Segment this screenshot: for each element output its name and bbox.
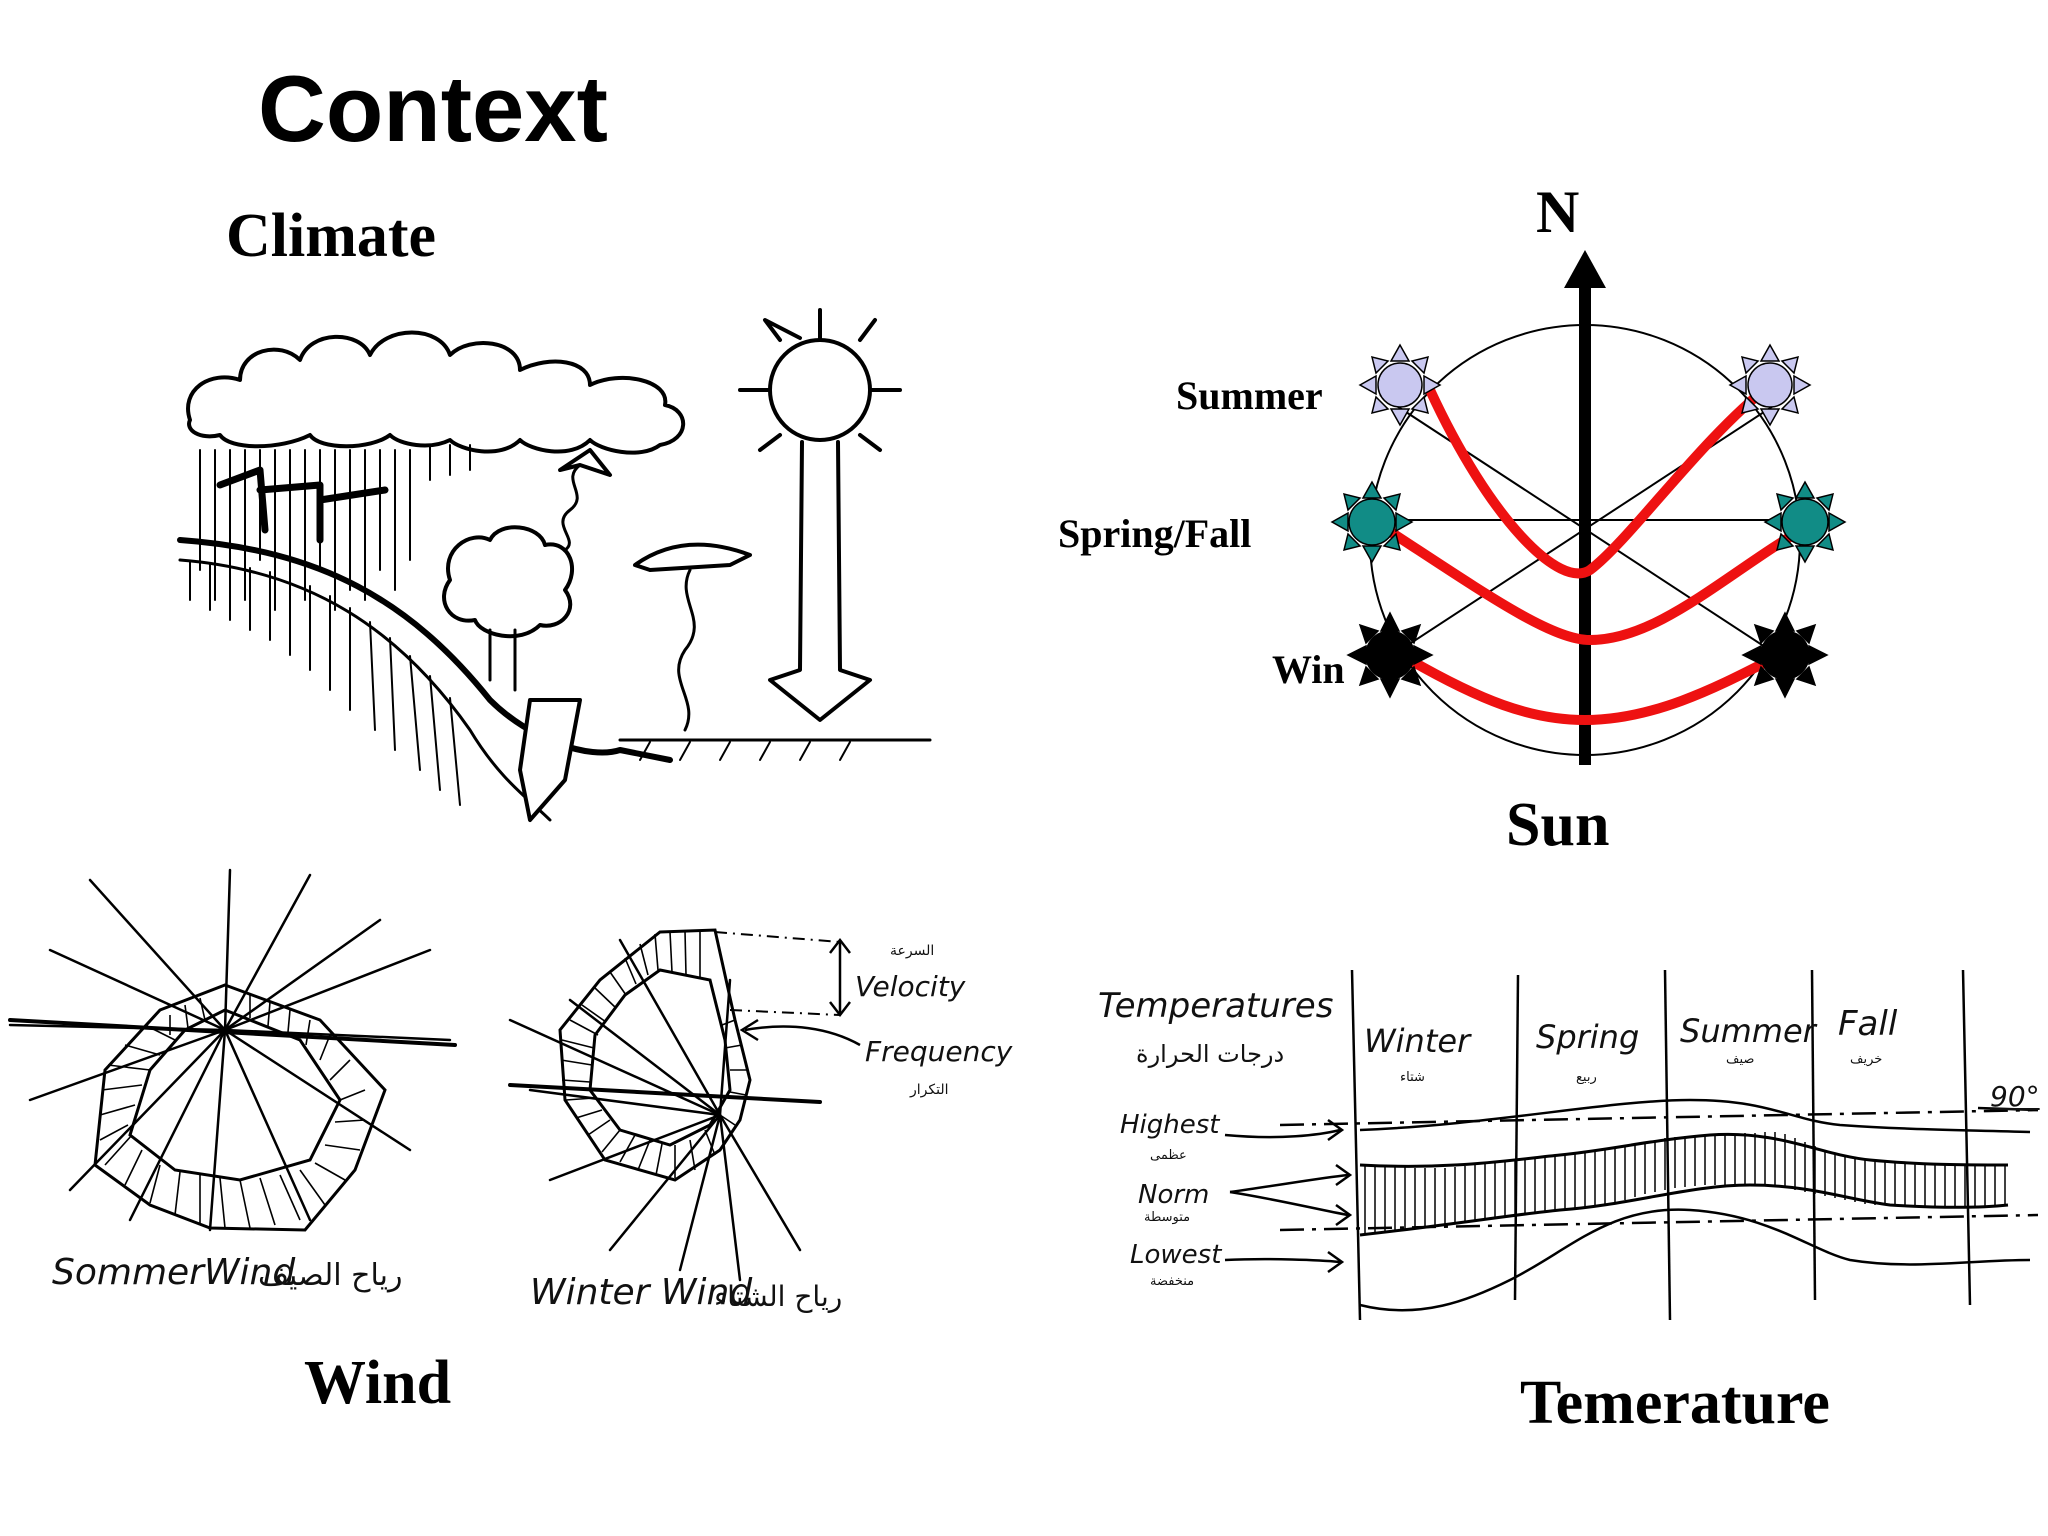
summer-sun-path xyxy=(1425,380,1775,579)
frequency-label-ar: التكرار xyxy=(910,1082,949,1098)
frequency-pointer xyxy=(739,1018,861,1047)
season-fall: Fall xyxy=(1838,1004,1898,1044)
level-lowest-ar: منخفضة xyxy=(1150,1274,1195,1289)
winter-sun-icon xyxy=(1741,611,1829,699)
north-arrow-icon xyxy=(1564,250,1606,288)
season-summer-ar: صيف xyxy=(1726,1052,1755,1067)
wind-heading: Wind xyxy=(304,1349,452,1417)
velocity-marker xyxy=(829,937,851,1018)
climate-sketch xyxy=(177,308,932,822)
level-norm-ar: متوسطة xyxy=(1144,1210,1191,1225)
summer-wind-caption-ar: رياح الصيف xyxy=(258,1258,403,1293)
summer-wind-rose xyxy=(8,868,457,1232)
velocity-label: Velocity xyxy=(855,970,966,1003)
level-highest-ar: عظمى xyxy=(1150,1148,1187,1163)
spring-fall-label: Spring/Fall xyxy=(1058,511,1252,556)
velocity-label-ar: السرعة xyxy=(890,943,935,959)
frequency-label: Frequency xyxy=(865,1035,1013,1068)
summer-sun-icon xyxy=(1728,343,1812,427)
spring-fall-sun-icon xyxy=(1330,480,1414,564)
north-label: N xyxy=(1536,179,1580,245)
level-norm: Norm xyxy=(1138,1180,1210,1210)
season-spring: Spring xyxy=(1536,1018,1640,1056)
max-temperature-label: 90° xyxy=(1990,1080,2040,1113)
climate-heading: Climate xyxy=(226,202,437,270)
summer-sun-icon xyxy=(1358,343,1442,427)
temperatures-heading-ar: درجات الحرارة xyxy=(1136,1040,1285,1068)
winter-sun-icon xyxy=(1346,611,1434,699)
spring-fall-sun-path xyxy=(1375,520,1815,646)
season-summer: Summer xyxy=(1680,1012,1816,1050)
season-winter-ar: شتاء xyxy=(1400,1070,1425,1085)
temperature-band-chart xyxy=(1224,969,2039,1321)
season-winter: Winter xyxy=(1364,1022,1471,1060)
summer-label: Summer xyxy=(1176,373,1323,418)
winter-label: Win xyxy=(1272,647,1345,692)
season-fall-ar: خريف xyxy=(1850,1052,1883,1067)
summer-wind-caption: SommerWind xyxy=(52,1252,296,1293)
page-title: Context xyxy=(258,56,608,161)
spring-fall-sun-icon xyxy=(1763,480,1847,564)
cloud-icon xyxy=(186,330,686,455)
level-lowest: Lowest xyxy=(1130,1240,1222,1270)
level-highest: Highest xyxy=(1120,1110,1220,1140)
winter-wind-caption: Winter Wind xyxy=(530,1272,753,1313)
sun-icon xyxy=(768,338,872,442)
winter-sun-path xyxy=(1405,650,1785,726)
temperature-heading: Temerature xyxy=(1520,1369,1830,1437)
temperatures-heading: Temperatures xyxy=(1098,986,1334,1026)
winter-wind-rose xyxy=(508,928,841,1282)
winter-wind-caption-ar: رياح الشتاء xyxy=(714,1280,843,1313)
sun-heading: Sun xyxy=(1506,791,1610,859)
season-spring-ar: ربيع xyxy=(1576,1070,1597,1085)
sun-path-diagram xyxy=(1330,250,1847,765)
tree-icon xyxy=(442,525,575,639)
